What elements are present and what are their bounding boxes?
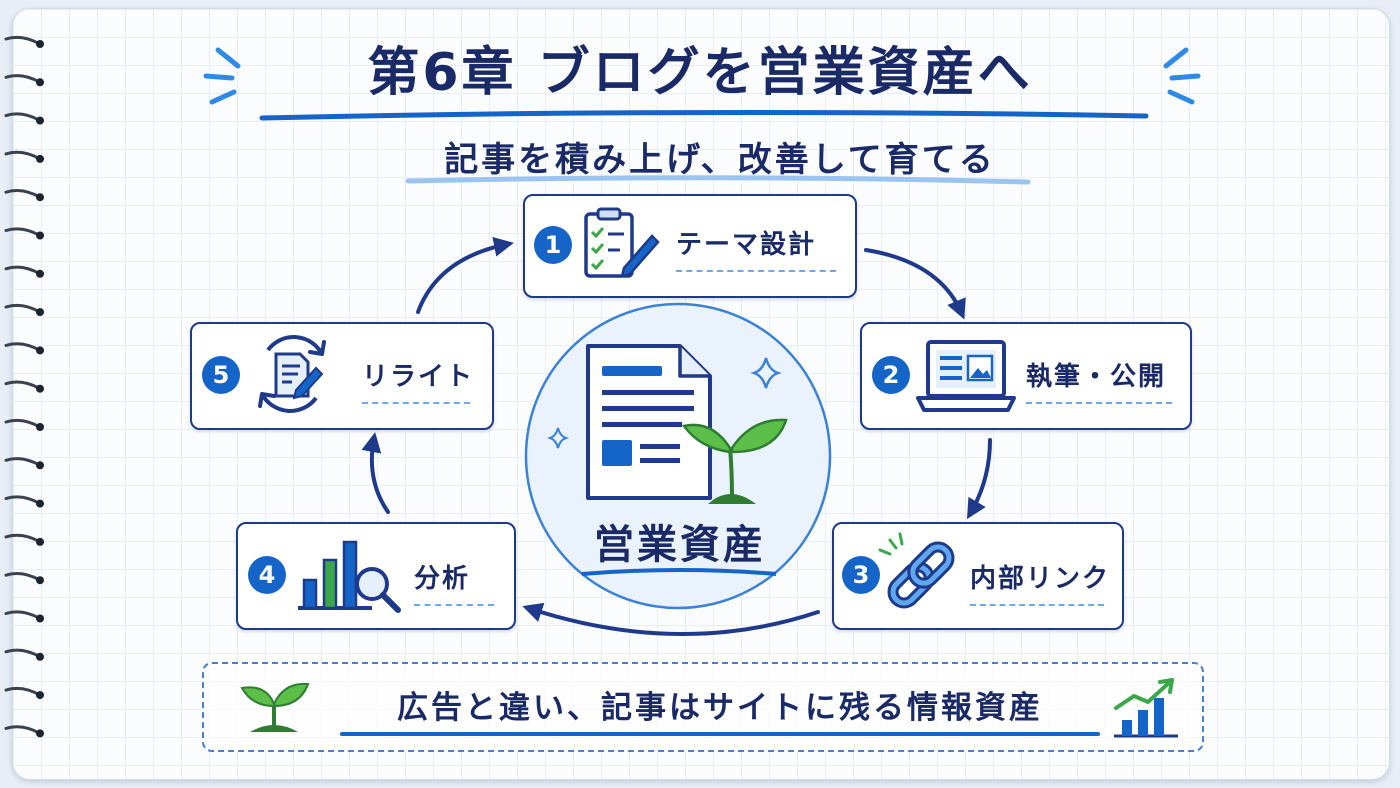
spiral-binding: [4, 35, 44, 738]
step-number-badge: 5: [202, 356, 240, 394]
step-box-writing-publishing: [860, 322, 1192, 430]
center-label: 営業資産: [594, 522, 766, 568]
binding-ring: [4, 303, 44, 317]
sprout-icon: [681, 418, 788, 504]
arrow-step3-to-step4: [522, 602, 820, 636]
step-label-underline: [414, 604, 494, 606]
binding-ring: [4, 533, 44, 546]
arrow-step2-to-step3: [966, 438, 992, 520]
binding-ring: [4, 572, 44, 585]
binding-ring: [4, 457, 44, 470]
step-label: テーマ設計: [676, 230, 817, 260]
step-label: 分析: [414, 564, 471, 594]
title-sparkle-left-icon: [203, 47, 241, 105]
arrow-step5-to-step1: [416, 236, 514, 314]
step-box-rewrite: [190, 322, 494, 430]
step-label-underline: [970, 604, 1104, 606]
bar-chart-magnifier-icon: [298, 540, 401, 613]
clipboard-pencil-icon: [584, 207, 660, 278]
binding-ring: [4, 380, 44, 393]
step-number-badge: 3: [842, 556, 880, 594]
title-sparkle-right-icon: [1163, 47, 1201, 105]
step-label-underline: [1026, 402, 1172, 404]
step-number-badge: 2: [872, 356, 910, 394]
step-number-badge: 1: [534, 226, 572, 264]
binding-ring: [4, 74, 44, 87]
step-number-badge: 4: [248, 556, 286, 594]
binding-ring: [4, 725, 44, 738]
growth-chart-icon: [1114, 678, 1178, 738]
binding-ring: [4, 610, 44, 623]
center-label-underline: [581, 568, 777, 576]
title-underline: [259, 109, 1149, 121]
document-refresh-icon: [258, 335, 326, 413]
binding-ring: [4, 342, 44, 355]
step-box-internal-links: [832, 522, 1124, 630]
subtitle-underline: [405, 175, 1031, 185]
binding-ring: [4, 265, 44, 278]
arrow-step4-to-step5: [361, 432, 390, 514]
arrow-step1-to-step2: [864, 248, 966, 320]
binding-ring: [4, 150, 44, 163]
binding-ring: [4, 686, 44, 700]
footer-text-underline: [340, 732, 1100, 736]
step-label: 執筆・公開: [1026, 362, 1167, 392]
step-label: リライト: [362, 362, 475, 392]
step-box-analysis: [236, 522, 516, 630]
step-label-underline: [362, 402, 470, 404]
binding-ring: [4, 112, 44, 125]
binding-ring: [4, 418, 44, 431]
sparkle-icon: [750, 357, 782, 389]
sparkle-icon: [546, 427, 570, 449]
step-box-theme-design: [523, 194, 857, 298]
binding-ring: [4, 495, 44, 508]
binding-ring: [4, 189, 44, 202]
footer-text: 広告と違い、記事はサイトに残る情報資産: [397, 690, 1043, 726]
footer-callout: [202, 662, 1204, 752]
binding-ring: [4, 648, 44, 661]
chain-link-icon: [878, 532, 955, 609]
binding-ring: [4, 35, 44, 48]
sprout-icon: [240, 682, 310, 732]
step-label: 内部リンク: [970, 564, 1111, 594]
laptop-icon: [916, 340, 1016, 412]
step-label-underline: [676, 270, 836, 272]
binding-ring: [4, 227, 44, 240]
page-subtitle: 記事を積み上げ、改善して育てる: [444, 140, 996, 180]
document-icon: [586, 344, 712, 500]
page-title: 第6章 ブログを営業資産へ: [367, 43, 1033, 103]
